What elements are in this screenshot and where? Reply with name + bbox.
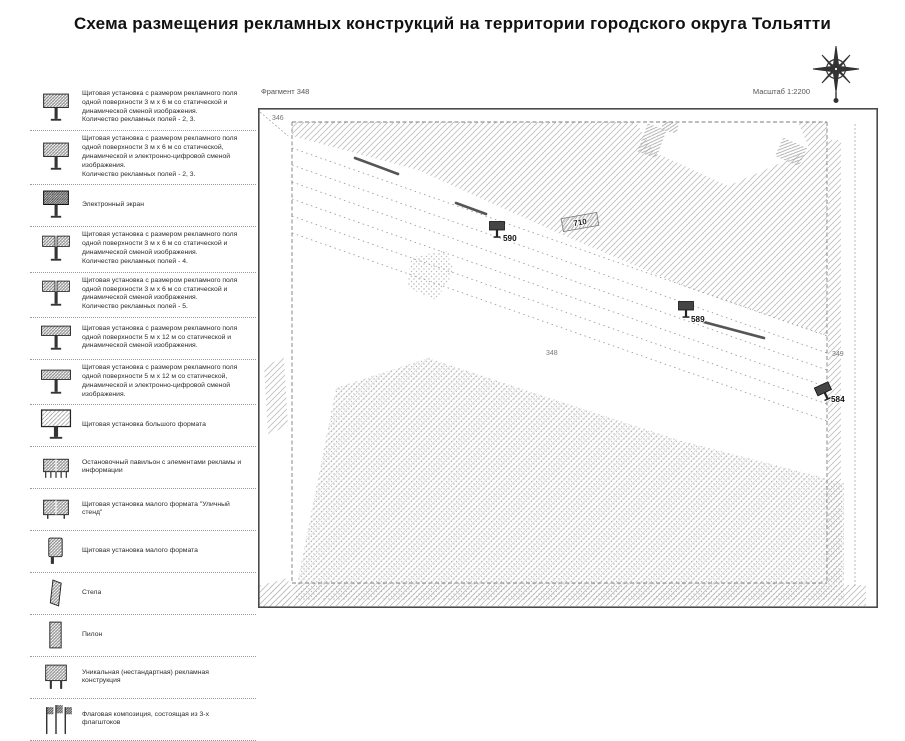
billboardLarge-icon [30, 409, 82, 441]
billboard-icon [30, 141, 82, 173]
flags-icon [30, 703, 82, 735]
map-canvas: 346 348 349 590 710 589 584 [258, 108, 878, 608]
wall-streaks [353, 156, 766, 340]
legend-item-label: Щитовая установка с размером рекламного … [82, 90, 238, 124]
map-marker-590: 590 [489, 221, 518, 244]
legend-item-label: Щитовая установка малого формата "Уличны… [82, 500, 230, 517]
legend-item: Щитовая установка с размером рекламного … [30, 318, 256, 361]
legend-item: Щитовая установка с размером рекламного … [30, 227, 256, 273]
unique-icon [30, 661, 82, 693]
legend-item-label: Щитовая установка с размером рекламного … [82, 231, 238, 265]
legend-item: Щитовая установка малого формата "Уличны… [30, 489, 256, 532]
billboardWide-icon [30, 366, 82, 398]
billboard2-icon [30, 278, 82, 310]
smallFormat-icon [30, 535, 82, 567]
legend-item-label: Щитовая установка малого формата [82, 546, 198, 554]
pylon-icon [30, 619, 82, 651]
legend-item-label: Щитовая установка с размером рекламного … [82, 135, 238, 178]
billboardWide-icon [30, 322, 82, 354]
hatched-blocks-area [292, 122, 827, 336]
legend-item-label: Стела [82, 588, 102, 596]
legend-item: Стела [30, 573, 256, 616]
legend-item: Щитовая установка с размером рекламного … [30, 360, 256, 406]
annotation-layer: 346 348 349 590 710 589 584 [272, 115, 846, 405]
legend-item: Щитовая установка с размером рекламного … [30, 273, 256, 319]
building-shapes [637, 120, 807, 167]
svg-text:584: 584 [831, 395, 845, 404]
area-number: 349 [832, 351, 844, 358]
streetStand-icon [30, 493, 82, 525]
map-header: Фрагмент 348 Масштаб 1:2200 [258, 85, 878, 99]
legend-item: Щитовая установка с размером рекламного … [30, 131, 256, 186]
billboard2-icon [30, 233, 82, 265]
legend-item-label: Пилон [82, 630, 103, 638]
legend-item: Щитовая установка большого формата [30, 405, 256, 448]
page: { "page": { "title": "Схема размещения р… [30, 14, 878, 741]
billboard-icon [30, 92, 82, 124]
legend-item-label: Щитовая установка большого формата [82, 420, 206, 428]
map-marker-589: 589 [678, 301, 706, 325]
screen-icon [30, 189, 82, 221]
svg-text:710: 710 [573, 217, 588, 228]
svg-text:589: 589 [691, 315, 705, 324]
legend: Щитовая установка с размером рекламного … [30, 86, 256, 741]
scale-label: Масштаб 1:2200 [752, 87, 810, 96]
map-frame: Фрагмент 348 Масштаб 1:2200 [258, 85, 878, 615]
legend-item-label: Щитовая установка с размером рекламного … [82, 324, 238, 350]
area-number: 348 [546, 350, 558, 357]
legend-item: Электронный экран [30, 185, 256, 228]
svg-text:590: 590 [503, 234, 517, 243]
compass-rose-icon [812, 46, 860, 103]
legend-item-label: Щитовая установка с размером рекламного … [82, 276, 238, 311]
area-number: 346 [272, 115, 284, 122]
map-border [258, 108, 878, 608]
legend-item: Пилон [30, 615, 256, 658]
stippled-blob [408, 250, 454, 300]
legend-item: Щитовая установка с размером рекламного … [30, 86, 256, 132]
pavilion-icon [30, 451, 82, 483]
legend-item-label: Электронный экран [82, 201, 144, 209]
fragment-label: Фрагмент 348 [261, 87, 310, 96]
inner-frame [291, 121, 828, 584]
stela-icon [30, 577, 82, 609]
page-title: Схема размещения рекламных конструкций н… [73, 14, 832, 33]
map-marker-584: 584 [813, 381, 846, 405]
legend-item: Щитовая установка малого формата [30, 531, 256, 574]
legend-item-label: Щитовая установка с размером рекламного … [82, 364, 238, 398]
legend-item-label: Остановочный павильон с элементами рекла… [82, 458, 242, 475]
legend-item: Остановочный павильон с элементами рекла… [30, 447, 256, 490]
map-marker-710: 710 [560, 212, 600, 232]
